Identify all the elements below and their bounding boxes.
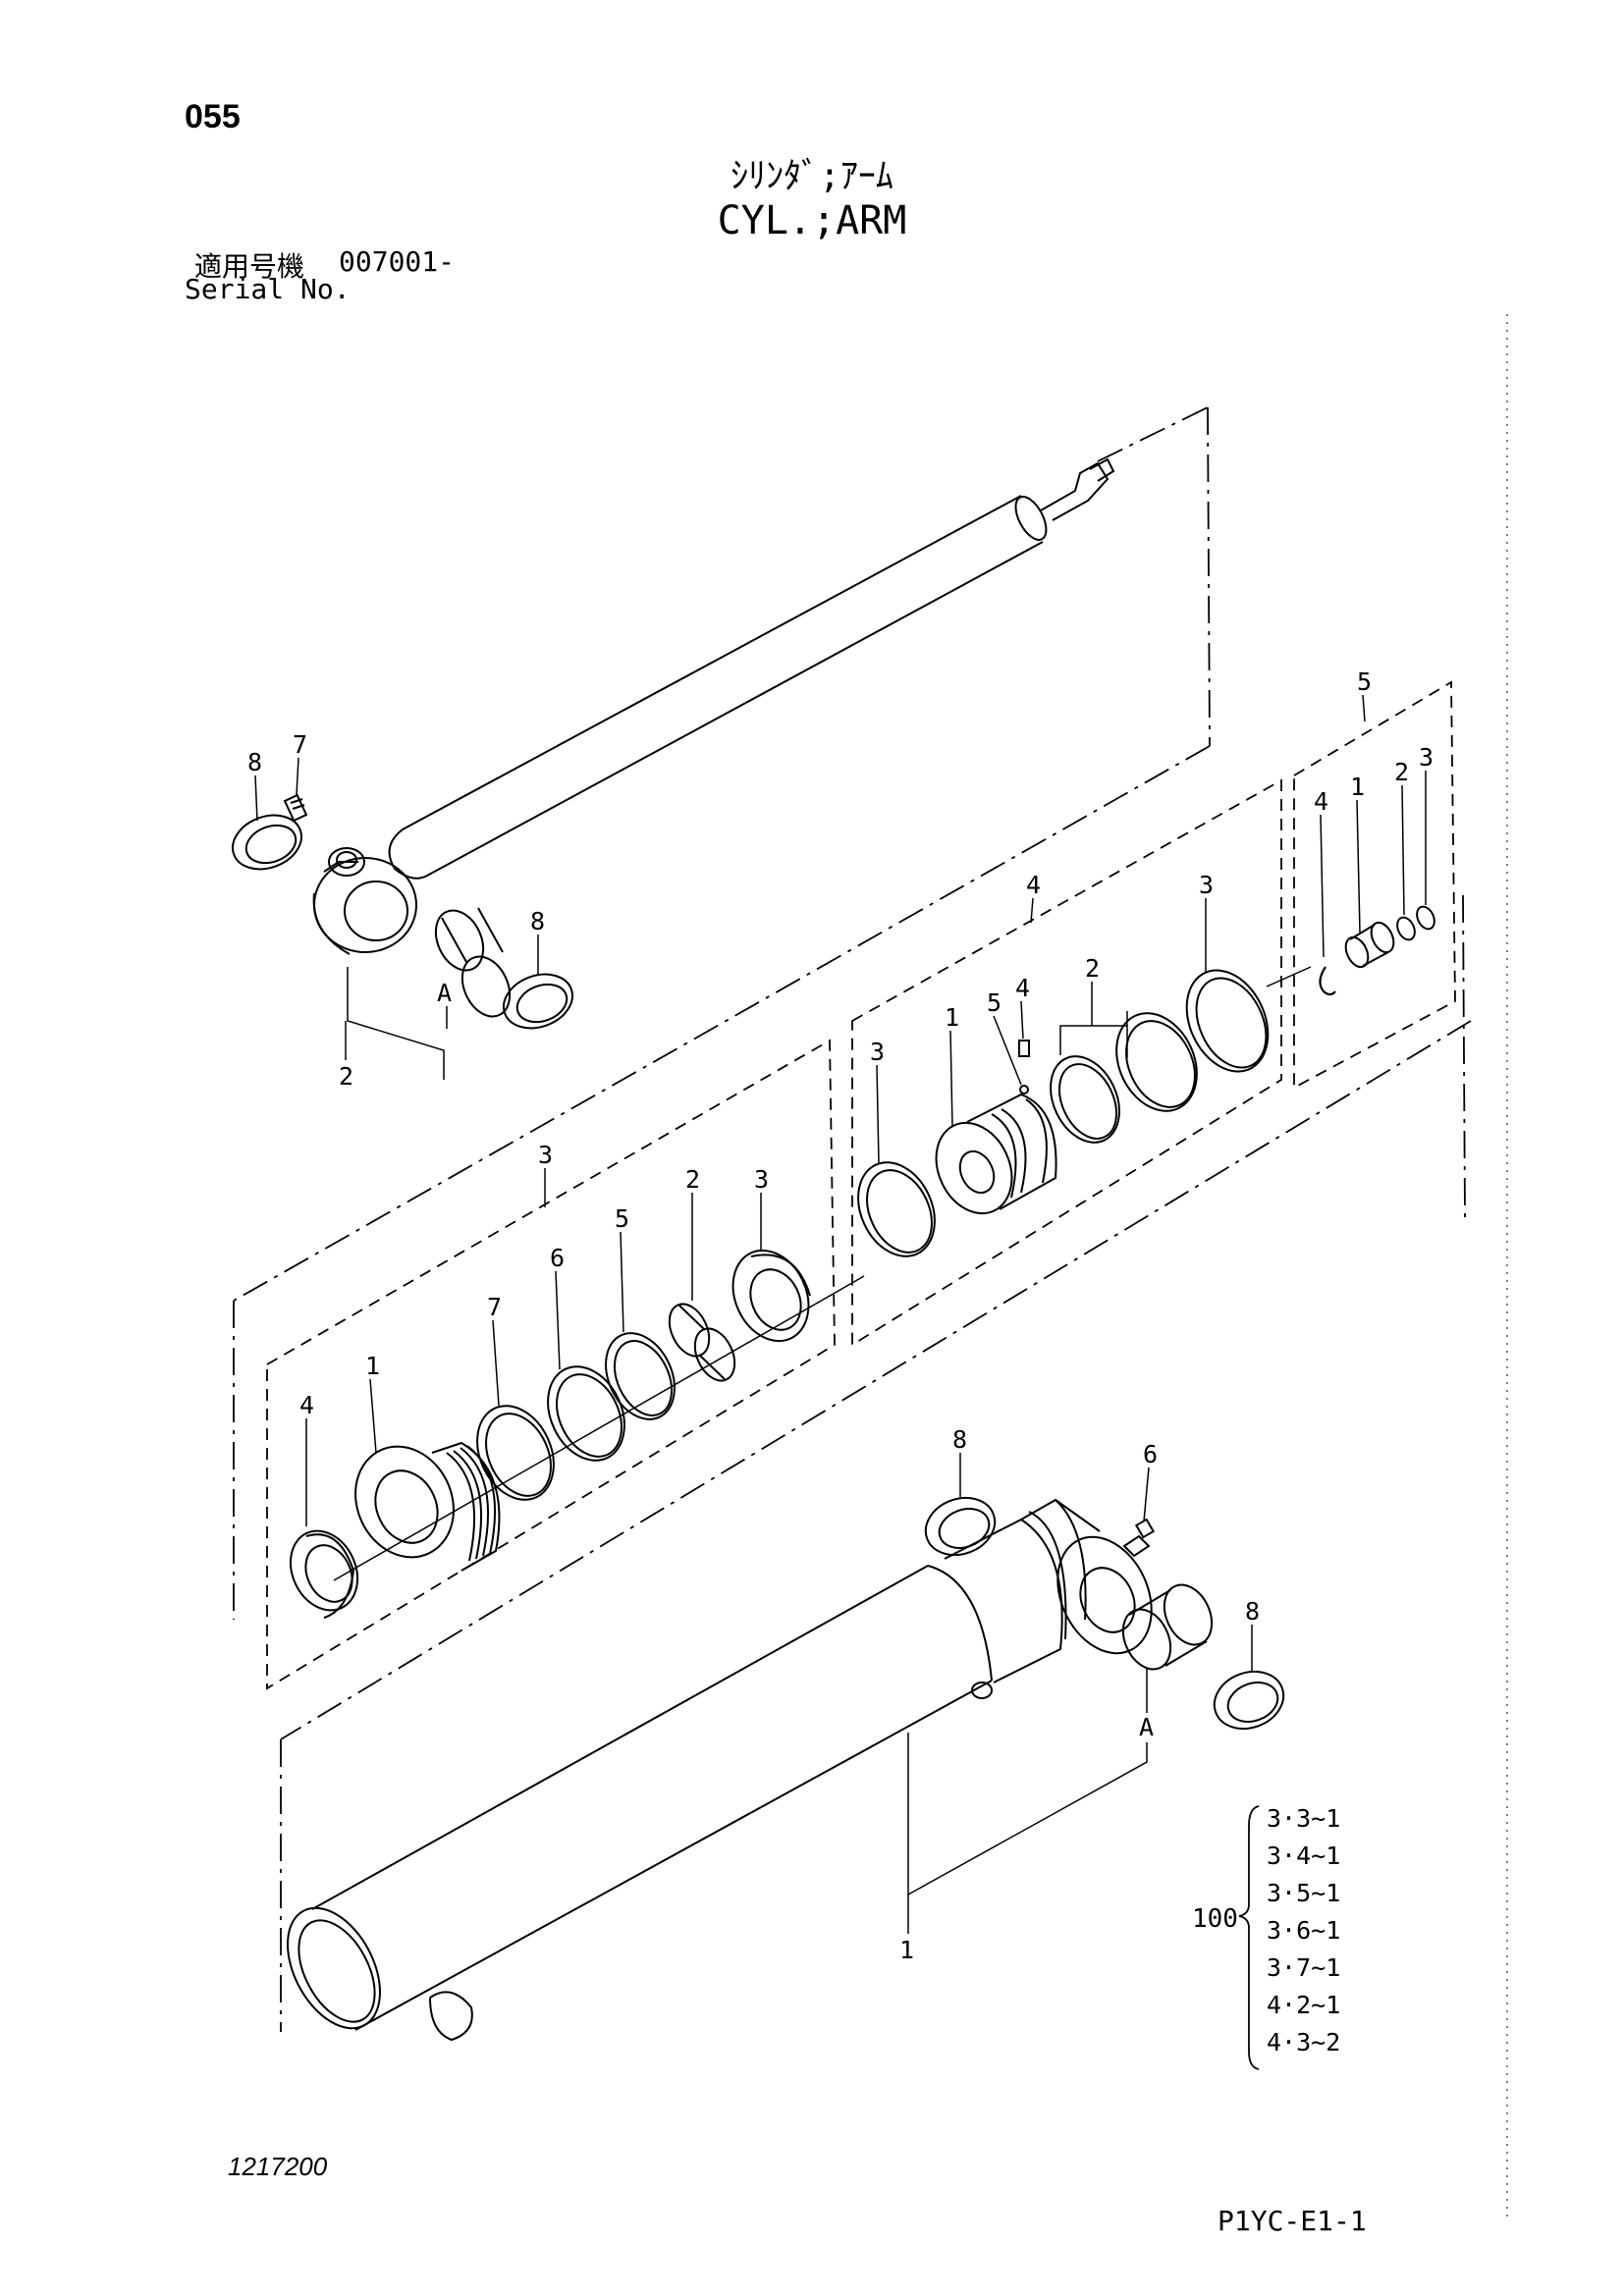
callout-1-g4: 1 [945,1003,959,1032]
callout-a-tube: A [1139,1713,1154,1741]
callout-6-tube: 6 [1143,1440,1158,1468]
group5-box [1293,680,1456,1090]
callout-8-tube-top: 8 [952,1425,967,1454]
group4-parts [857,969,1270,1257]
callout-3-g5: 3 [1419,743,1434,772]
drawing-number: 1217200 [228,2152,328,2181]
callout-7-g3: 7 [487,1293,502,1321]
rod-eye [312,847,417,955]
callout-3-g4-right: 3 [1199,871,1214,899]
quantity-item: 4·3~2 [1267,2028,1341,2056]
callout-6-g3: 6 [550,1244,565,1272]
callout-1-g5: 1 [1350,773,1365,801]
bushing-a-top [434,907,512,1018]
callout-3-group: 3 [538,1141,553,1169]
callout-4-g4: 4 [1015,974,1030,1002]
callout-5-g4: 5 [987,988,1001,1017]
group5-parts [1319,905,1435,996]
serial-label-japanese: 適用号機 [194,250,305,283]
callout-3-g4-left: 3 [870,1038,885,1066]
callout-5-group: 5 [1357,667,1372,696]
quantity-group-label: 100 [1192,1904,1238,1934]
assembly-outline [233,406,1472,2032]
callout-5-g3: 5 [615,1204,629,1233]
seal-ring-8-tube-top [924,1496,997,1557]
page-code: P1YC-E1-1 [1218,2205,1367,2237]
title-japanese: ｼﾘﾝﾀﾞ;ｱｰﾑ [731,156,893,196]
seal-ring-8-right [503,973,573,1030]
page-number: 055 [185,98,241,135]
group3-box [266,1039,836,1690]
serial-label-english: Serial No. [185,273,351,305]
quantity-item: 3·3~1 [1267,1804,1341,1833]
quantity-item: 3·4~1 [1267,1842,1341,1870]
quantity-item: 3·7~1 [1267,1953,1341,1982]
callout-2-g3: 2 [685,1165,700,1194]
callout-2-g4: 2 [1085,954,1100,983]
quantity-item: 4·2~1 [1267,1991,1341,2019]
callout-2-rod: 2 [339,1062,353,1091]
callout-4-g5: 4 [1314,787,1328,816]
seal-ring-8-left [232,814,302,871]
callout-a-rod: A [437,979,452,1007]
callout-1-g3: 1 [365,1352,380,1380]
bushing-a-tube [1121,1583,1214,1671]
piston-rod [388,457,1115,880]
grease-nipple-6 [1122,1518,1156,1558]
callout-3-g3: 3 [754,1165,769,1194]
quantity-item: 3·6~1 [1267,1916,1341,1945]
callout-8-rod-left: 8 [247,748,262,776]
callout-7-rod: 7 [293,730,307,759]
callout-8-rod-right: 8 [530,907,545,935]
callout-8-tube-right: 8 [1245,1597,1260,1626]
callout-2-g5: 2 [1394,758,1409,786]
group3-parts [289,1249,811,1619]
group4-box [851,778,1282,1347]
callout-4-g3: 4 [299,1391,314,1419]
title-english: CYL.;ARM [717,198,907,243]
quantity-item: 3·5~1 [1267,1879,1341,1907]
cylinder-tube [287,1498,1153,2042]
grease-nipple-7 [283,793,308,823]
callout-4-group: 4 [1026,871,1041,899]
callout-1-tube: 1 [899,1936,914,1964]
serial-value: 007001- [339,245,456,278]
seal-ring-8-tube-right [1213,1670,1285,1731]
